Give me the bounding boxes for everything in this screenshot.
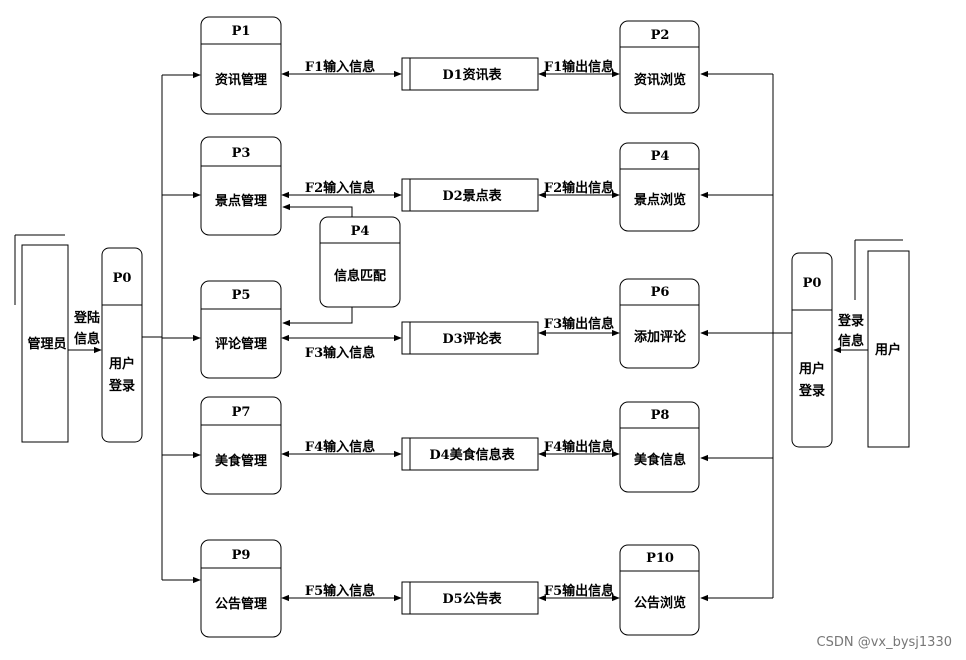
input-flow-label: F5输入信息 — [305, 583, 375, 599]
process-id: P3 — [232, 146, 251, 161]
admin-login-edge-line2: 信息 — [74, 331, 100, 347]
data-store-label: D1资讯表 — [442, 67, 502, 83]
data-store-label: D4美食信息表 — [429, 447, 515, 463]
process-id: P1 — [232, 24, 251, 39]
right-login-label-2: 登录 — [798, 383, 825, 399]
process-id: P2 — [651, 28, 670, 43]
output-flow-label: F4输出信息 — [544, 439, 614, 455]
process-label: 评论管理 — [215, 336, 267, 352]
process-id: P10 — [646, 551, 674, 566]
process-p5: P5 评论管理 — [200, 280, 282, 379]
process-id: P6 — [651, 285, 670, 300]
data-store-d3: D3评论表 — [401, 321, 539, 355]
process-p3: P3 景点管理 — [200, 136, 282, 236]
match-process-id: P4 — [351, 224, 370, 239]
process-label: 资讯管理 — [215, 72, 267, 88]
process-label: 公告管理 — [215, 596, 267, 612]
watermark: CSDN @vx_bysj1330 — [817, 635, 953, 650]
data-store-label: D3评论表 — [442, 331, 502, 347]
right-login-label-1: 用户 — [798, 361, 825, 377]
data-store-d1: D1资讯表 — [401, 57, 539, 91]
input-flow-label: F2输入信息 — [305, 180, 375, 196]
process-label: 景点浏览 — [634, 192, 686, 208]
process-label: 添加评论 — [634, 329, 687, 345]
process-p8: P8 美食信息 — [619, 401, 700, 493]
left-login-id: P0 — [113, 271, 132, 286]
user-login-edge-line1: 登录 — [837, 313, 864, 329]
process-p2: P2 资讯浏览 — [619, 20, 700, 114]
match-process-label: 信息匹配 — [334, 268, 386, 284]
output-flow-label: F2输出信息 — [544, 180, 614, 196]
process-p10: P10 公告浏览 — [619, 544, 700, 636]
data-store-d4: D4美食信息表 — [401, 437, 539, 471]
process-p9: P9 公告管理 — [200, 539, 282, 638]
process-p6: P6 添加评论 — [619, 278, 700, 369]
admin-entity: 管理员 — [14, 234, 69, 443]
data-store-d2: D2景点表 — [401, 178, 539, 212]
right-login-id: P0 — [803, 276, 822, 291]
match-to-p3-arrow — [282, 203, 353, 217]
input-flow-label: F3输入信息 — [305, 345, 375, 361]
process-label: 景点管理 — [215, 193, 267, 209]
process-p7: P7 美食管理 — [200, 396, 282, 495]
process-id: P9 — [232, 548, 251, 563]
input-flow-label: F4输入信息 — [305, 439, 375, 455]
data-store-label: D2景点表 — [442, 188, 502, 204]
left-login-label-1: 用户 — [108, 356, 135, 372]
process-id: P4 — [651, 149, 670, 164]
process-label: 美食管理 — [215, 453, 267, 469]
process-p4-browse: P4 景点浏览 — [619, 142, 700, 232]
right-login-process: P0 用户 登录 — [791, 252, 833, 448]
process-id: P8 — [651, 408, 670, 423]
match-process: P4 信息匹配 — [319, 216, 401, 308]
user-label: 用户 — [874, 342, 901, 358]
data-store-d5: D5公告表 — [401, 581, 539, 615]
output-flow-label: F3输出信息 — [544, 316, 614, 332]
process-label: 美食信息 — [634, 452, 686, 468]
admin-label: 管理员 — [27, 336, 66, 352]
process-id: P5 — [232, 288, 251, 303]
match-to-p5-arrow — [282, 307, 353, 327]
process-label: 公告浏览 — [634, 595, 686, 611]
user-entity: 用户 — [854, 239, 910, 448]
output-flow-label: F1输出信息 — [544, 59, 614, 75]
input-flow-label: F1输入信息 — [305, 59, 375, 75]
admin-login-edge-line1: 登陆 — [73, 310, 100, 326]
output-flow-label: F5输出信息 — [544, 583, 614, 599]
data-store-label: D5公告表 — [442, 591, 502, 607]
user-login-edge-line2: 信息 — [838, 333, 864, 349]
process-id: P7 — [232, 405, 251, 420]
process-label: 资讯浏览 — [634, 72, 686, 88]
process-p1: P1 资讯管理 — [200, 16, 282, 115]
left-login-process: P0 用户 登录 — [101, 247, 143, 443]
left-login-label-2: 登录 — [108, 378, 135, 394]
